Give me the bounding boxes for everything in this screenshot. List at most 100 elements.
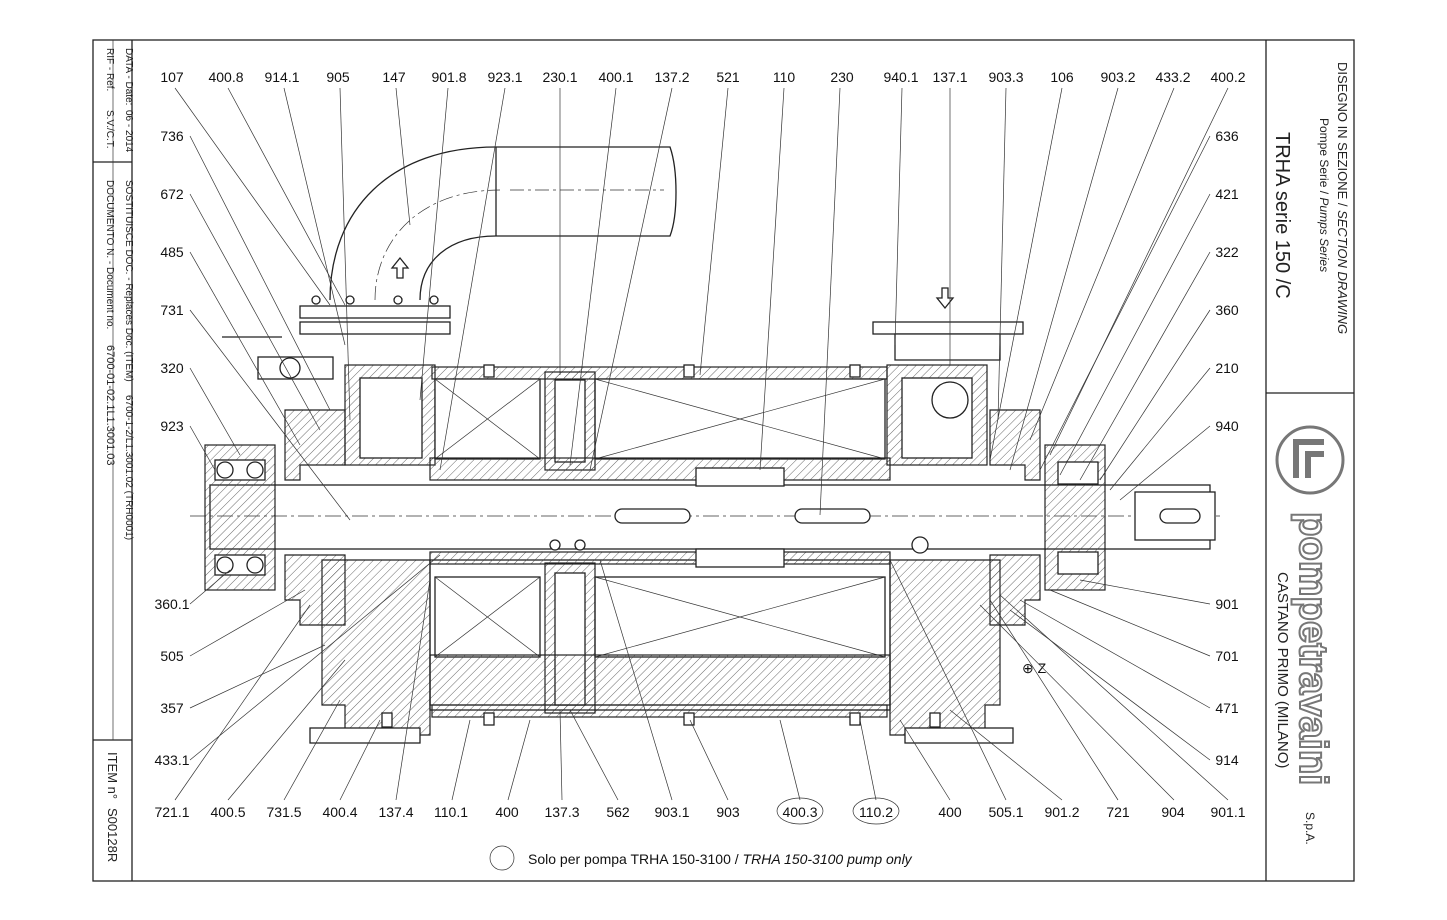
svg-text:6700-1-2/L1.3001.02 (TRH0001): 6700-1-2/L1.3001.02 (TRH0001) (123, 395, 134, 540)
title-block: DISEGNO IN SEZIONE / SECTION DRAWING Pom… (1271, 62, 1350, 845)
title-heading-it: DISEGNO IN SEZIONE / (1335, 62, 1350, 207)
svg-text:SOSTITUISCE DOC. - Replaces Do: SOSTITUISCE DOC. - Replaces Doc. (ITEM) (123, 180, 134, 382)
callout-label: 360.1 (154, 596, 189, 612)
callout-label: 903.2 (1100, 69, 1135, 85)
callout-label: 400.4 (322, 804, 357, 820)
callout-label: 914.1 (264, 69, 299, 85)
callouts-top: 107 400.8 914.1 905 147 901.8 923.1 230.… (160, 69, 1245, 85)
callout-label: 731 (160, 302, 184, 318)
callout-label: 940.1 (883, 69, 918, 85)
callout-label: 400.3 (782, 804, 817, 820)
callout-label: 107 (160, 69, 184, 85)
callout-label: 210 (1215, 360, 1239, 376)
item-value: S00128R (105, 808, 120, 862)
svg-text:Pompe Serie / Pumps Seri: Pompe Serie / Pumps Series (1317, 118, 1331, 272)
footnote-it: Solo per pompa TRHA 150-3100 (528, 851, 731, 867)
callout-label: 901.1 (1210, 804, 1245, 820)
callout-label: 137.1 (932, 69, 967, 85)
callout-label: 903.3 (988, 69, 1023, 85)
footnote: Solo per pompa TRHA 150-3100 / TRHA 150-… (489, 845, 913, 871)
callout-label: 701 (1215, 648, 1239, 664)
footnote-separator: / (735, 851, 739, 867)
callout-label: 433.2 (1155, 69, 1190, 85)
callout-label: 147 (382, 69, 406, 85)
data-value: 06 - 2014 (123, 110, 134, 153)
pump-section-drawing: ⊕ Z (190, 146, 1220, 744)
callout-label: 914 (1215, 752, 1239, 768)
callout-label: 400.5 (210, 804, 245, 820)
callout-label: 400.1 (598, 69, 633, 85)
z-mark: ⊕ Z (1022, 660, 1047, 676)
data-label: DATA - Date: (123, 48, 134, 105)
svg-text:DOCUMENTO N. - Document no.: DOCUMENTO N. - Document no. (104, 180, 115, 329)
svg-text:ITEM n°: ITEM n° (105, 752, 120, 799)
optional-part-marker (852, 797, 900, 825)
callout-label: 400 (938, 804, 962, 820)
callout-label: 905 (326, 69, 350, 85)
callout-label: 721 (1106, 804, 1130, 820)
callout-label: 137.2 (654, 69, 689, 85)
callout-label: 736 (160, 128, 184, 144)
documento-label: DOCUMENTO N. - Document no. (104, 180, 115, 329)
brand-name: pompetravaini (1291, 512, 1335, 785)
callout-label: 471 (1215, 700, 1239, 716)
callout-label: 940 (1215, 418, 1239, 434)
callout-label: 360 (1215, 302, 1239, 318)
callouts-right: 636 421 322 360 210 940 901 701 471 914 (1215, 128, 1239, 768)
callout-label: 137.4 (378, 804, 413, 820)
svg-text:S00128R: S00128R (105, 808, 120, 862)
leader-lines (174, 87, 1229, 801)
callout-label: 923.1 (487, 69, 522, 85)
callout-label: 230 (830, 69, 854, 85)
callout-label: 721.1 (154, 804, 189, 820)
documento-value: 6700-01-02.1L1.3001.03 (104, 345, 116, 466)
title-heading-en: SECTION DRAWING (1335, 210, 1350, 334)
callout-label: 901.2 (1044, 804, 1079, 820)
svg-text:Solo per pompa TRHA 150-3100: Solo per pompa TRHA 150-3100 / TRHA 150-… (528, 851, 913, 867)
title-model: TRHA serie 150 /C (1271, 132, 1293, 299)
callouts-left: 736 672 485 731 320 923 360.1 505 357 43… (154, 128, 189, 768)
footnote-en: TRHA 150-3100 pump only (743, 851, 913, 867)
callout-label: 110.2 (859, 804, 893, 820)
optional-part-marker (776, 797, 824, 825)
sostituisce-label: SOSTITUISCE DOC. - Replaces Doc. (ITEM) (123, 180, 134, 382)
callout-label: 485 (160, 244, 184, 260)
callout-label: 505.1 (988, 804, 1023, 820)
callout-label: 357 (160, 700, 184, 716)
callout-label: 137.3 (544, 804, 579, 820)
callout-label: 322 (1215, 244, 1239, 260)
callout-label: 421 (1215, 186, 1239, 202)
callout-label: 903.1 (654, 804, 689, 820)
callout-label: 400.8 (208, 69, 243, 85)
callout-label: 731.5 (266, 804, 301, 820)
svg-text:RIF - Ref.: RIF - Ref. (104, 48, 115, 91)
company-logo (1275, 425, 1345, 495)
title-series-en: Pumps Series (1317, 197, 1331, 272)
suction-pipe-bend (329, 146, 677, 301)
left-strip: RIF - Ref. S.V./C.T. DATA - Date: 06 - 2… (104, 48, 134, 862)
callout-label: 903 (716, 804, 740, 820)
svg-text:S.V./C.T.: S.V./C.T. (104, 110, 115, 149)
city: CASTANO PRIMO (MILANO) (1274, 572, 1291, 768)
callouts-bottom: 721.1 400.5 731.5 400.4 137.4 110.1 400 … (154, 797, 1246, 825)
callout-label: 433.1 (154, 752, 189, 768)
callout-label: 320 (160, 360, 184, 376)
svg-text:6700-01-02.1L1.3001.03: 6700-01-02.1L1.3001.03 (104, 345, 116, 466)
drawing-frame (92, 39, 1355, 882)
callout-label: 400.2 (1210, 69, 1245, 85)
callout-label: 106 (1050, 69, 1074, 85)
svg-text:DISEGNO IN SEZIONE / SEC: DISEGNO IN SEZIONE / SECTION DRAWING (1335, 62, 1350, 334)
z-label: Z (1038, 660, 1047, 676)
callout-label: 400 (495, 804, 519, 820)
callout-label: 923 (160, 418, 184, 434)
brand-suffix: S.p.A. (1303, 812, 1317, 845)
rif-label: RIF - Ref. (104, 48, 115, 91)
callout-label: 672 (160, 186, 184, 202)
callout-label: 521 (716, 69, 740, 85)
rif-value: S.V./C.T. (104, 110, 115, 149)
callout-label: 562 (606, 804, 630, 820)
callout-label: 901 (1215, 596, 1239, 612)
callout-label: 904 (1161, 804, 1185, 820)
callout-label: 230.1 (542, 69, 577, 85)
